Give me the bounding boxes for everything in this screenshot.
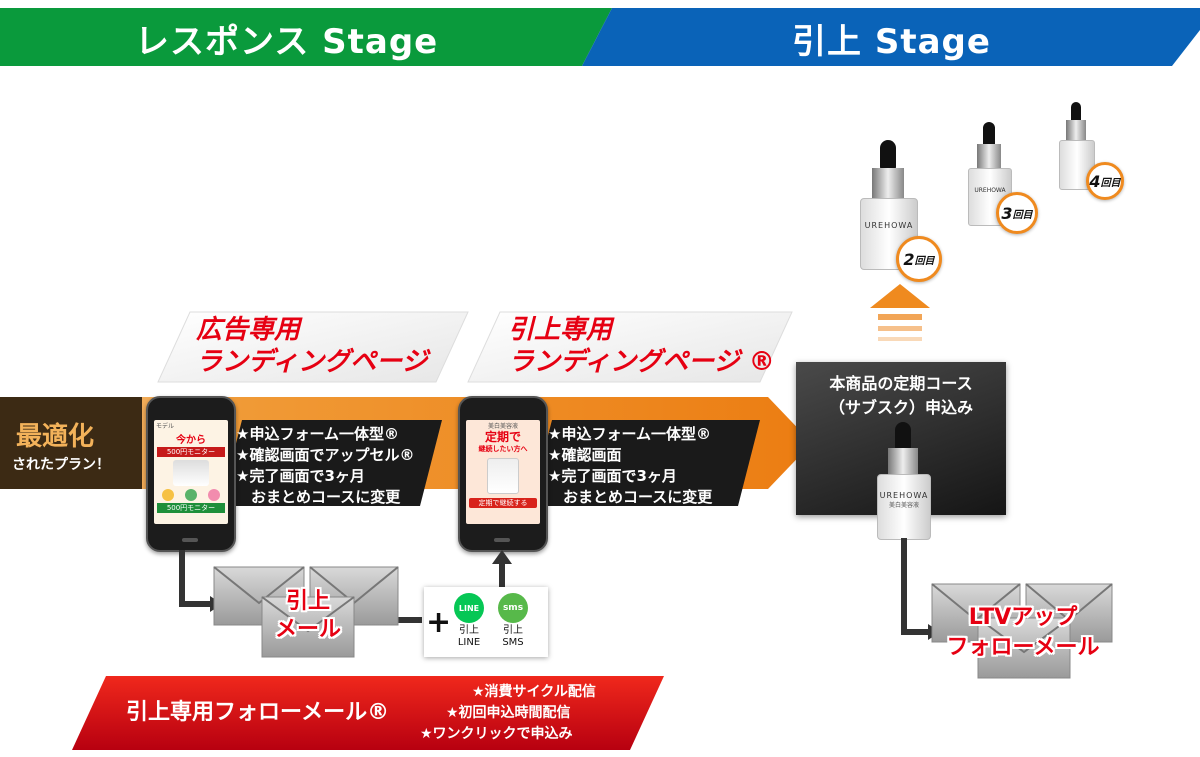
ltv-mail-envelopes bbox=[931, 583, 1113, 679]
ad-feature-2: ★確認画面でアップセル® bbox=[236, 446, 415, 464]
sms-icon: sms bbox=[498, 593, 528, 623]
ad-screen-badge bbox=[161, 489, 174, 501]
follow-mail-title: 引上専用フォローメール® bbox=[126, 700, 390, 725]
bottle-sub: 美白美容液 bbox=[888, 502, 919, 509]
bottle-brand: UREHOWA bbox=[864, 221, 914, 230]
ltv-mail-line1: LTVアップ bbox=[968, 605, 1078, 630]
sms-label1: 引上 bbox=[503, 625, 523, 636]
upsell-screen-headline2: 継続したい方へ bbox=[478, 445, 528, 453]
line-icon: LINE bbox=[454, 593, 484, 623]
upsell-lp-title-line1: 引上専用 bbox=[508, 315, 613, 345]
ad-screen-badge bbox=[208, 489, 221, 501]
upsell-feature-3: ★完了画面で3ヶ月 bbox=[548, 467, 677, 485]
upsell-feature-2: ★確認画面 bbox=[548, 446, 622, 464]
up-arrow bbox=[870, 284, 930, 341]
ltv-mail-line2: フォローメール bbox=[946, 635, 1100, 660]
ad-screen-product-image bbox=[173, 460, 209, 486]
follow-point-2: ★初回申込時間配信 bbox=[446, 705, 571, 721]
stage-header-bg bbox=[0, 8, 1200, 66]
upsell-screen-header: 美白美容液 bbox=[487, 423, 518, 430]
upsell-screen-cta: 定期で継続する bbox=[469, 498, 537, 508]
round-4-unit: 回目 bbox=[1100, 177, 1121, 189]
feature-boxes-bg bbox=[220, 420, 760, 506]
upsell-feature-4: おまとめコースに変更 bbox=[548, 488, 713, 506]
ad-feature-4: おまとめコースに変更 bbox=[236, 488, 401, 506]
upsell-mail-envelopes bbox=[213, 566, 399, 658]
subscription-line2: （サブスク）申込み bbox=[828, 398, 973, 417]
upsell-feature-list: ★申込フォーム一体型® ★確認画面 ★完了画面で3ヶ月 おまとめコースに変更 bbox=[548, 424, 712, 508]
ad-lp-title-line1: 広告専用 bbox=[196, 315, 301, 345]
ad-screen-promo: 500円モニター bbox=[157, 503, 225, 513]
ad-screen-headline1: 今から bbox=[176, 435, 206, 446]
upsell-screen-product-image bbox=[487, 458, 519, 494]
lp-label-bg bbox=[157, 311, 793, 383]
plus-sign: + bbox=[426, 605, 452, 640]
response-stage-label: レスポンス Stage bbox=[135, 22, 439, 62]
line-label1: 引上 bbox=[459, 625, 479, 636]
phone-home-bar bbox=[182, 538, 198, 542]
ad-screen-badge bbox=[184, 489, 197, 501]
ad-lp-screen: モデル 今から 500円モニター 500円モニター bbox=[154, 420, 228, 524]
upsell-lp-screen: 美白美容液 定期で 継続したい方へ 定期で継続する bbox=[466, 420, 540, 524]
upsell-lp-title-line2: ランディングページ ® bbox=[508, 347, 775, 377]
ad-lp-title-line2: ランディングページ bbox=[196, 347, 428, 377]
ad-feature-list: ★申込フォーム一体型® ★確認画面でアップセル® ★完了画面で3ヶ月 おまとめコ… bbox=[236, 424, 414, 508]
ad-feature-1: ★申込フォーム一体型® bbox=[236, 425, 399, 443]
ad-screen-header: モデル bbox=[156, 423, 175, 430]
sms-label2: SMS bbox=[502, 637, 524, 648]
ad-feature-3: ★完了画面で3ヶ月 bbox=[236, 467, 365, 485]
follow-mail-banner-bg bbox=[72, 676, 664, 750]
bottle-brand: UREHOWA bbox=[879, 491, 929, 500]
upsell-screen-headline1: 定期で bbox=[484, 430, 521, 444]
line-label2: LINE bbox=[457, 637, 481, 648]
round-2-unit: 回目 bbox=[914, 255, 935, 267]
connector-arrows bbox=[179, 550, 512, 623]
optimized-subtitle: されたプラン！ bbox=[12, 457, 110, 473]
optimized-title: 最適化 bbox=[16, 422, 95, 452]
upsell-lp-phone: 美白美容液 定期で 継続したい方へ 定期で継続する bbox=[458, 396, 548, 552]
subscription-line1: 本商品の定期コース bbox=[829, 374, 973, 393]
follow-point-3: ★ワンクリックで申込み bbox=[420, 726, 573, 742]
upsell-stage-label: 引上 Stage bbox=[792, 22, 991, 62]
line-sms-box: + LINE 引上 LINE sms 引上 SMS bbox=[424, 587, 548, 657]
round-3-num: 3 bbox=[1001, 203, 1013, 223]
product-bottle-subscription: UREHOWA 美白美容液 bbox=[876, 422, 931, 542]
round-3-unit: 回目 bbox=[1012, 209, 1033, 221]
upsell-mail-line1: 引上 bbox=[285, 589, 330, 614]
ad-screen-headline2: 500円モニター bbox=[157, 447, 225, 457]
phone-home-bar bbox=[494, 538, 510, 542]
ad-lp-phone: モデル 今から 500円モニター 500円モニター bbox=[146, 396, 236, 552]
round-2-num: 2 bbox=[903, 249, 915, 269]
follow-point-1: ★消費サイクル配信 bbox=[472, 684, 596, 700]
upsell-mail-line2: メール bbox=[274, 617, 341, 642]
round-4-num: 4 bbox=[1089, 171, 1101, 191]
bottle-brand: UREHOWA bbox=[974, 187, 1006, 194]
upsell-feature-1: ★申込フォーム一体型® bbox=[548, 425, 711, 443]
